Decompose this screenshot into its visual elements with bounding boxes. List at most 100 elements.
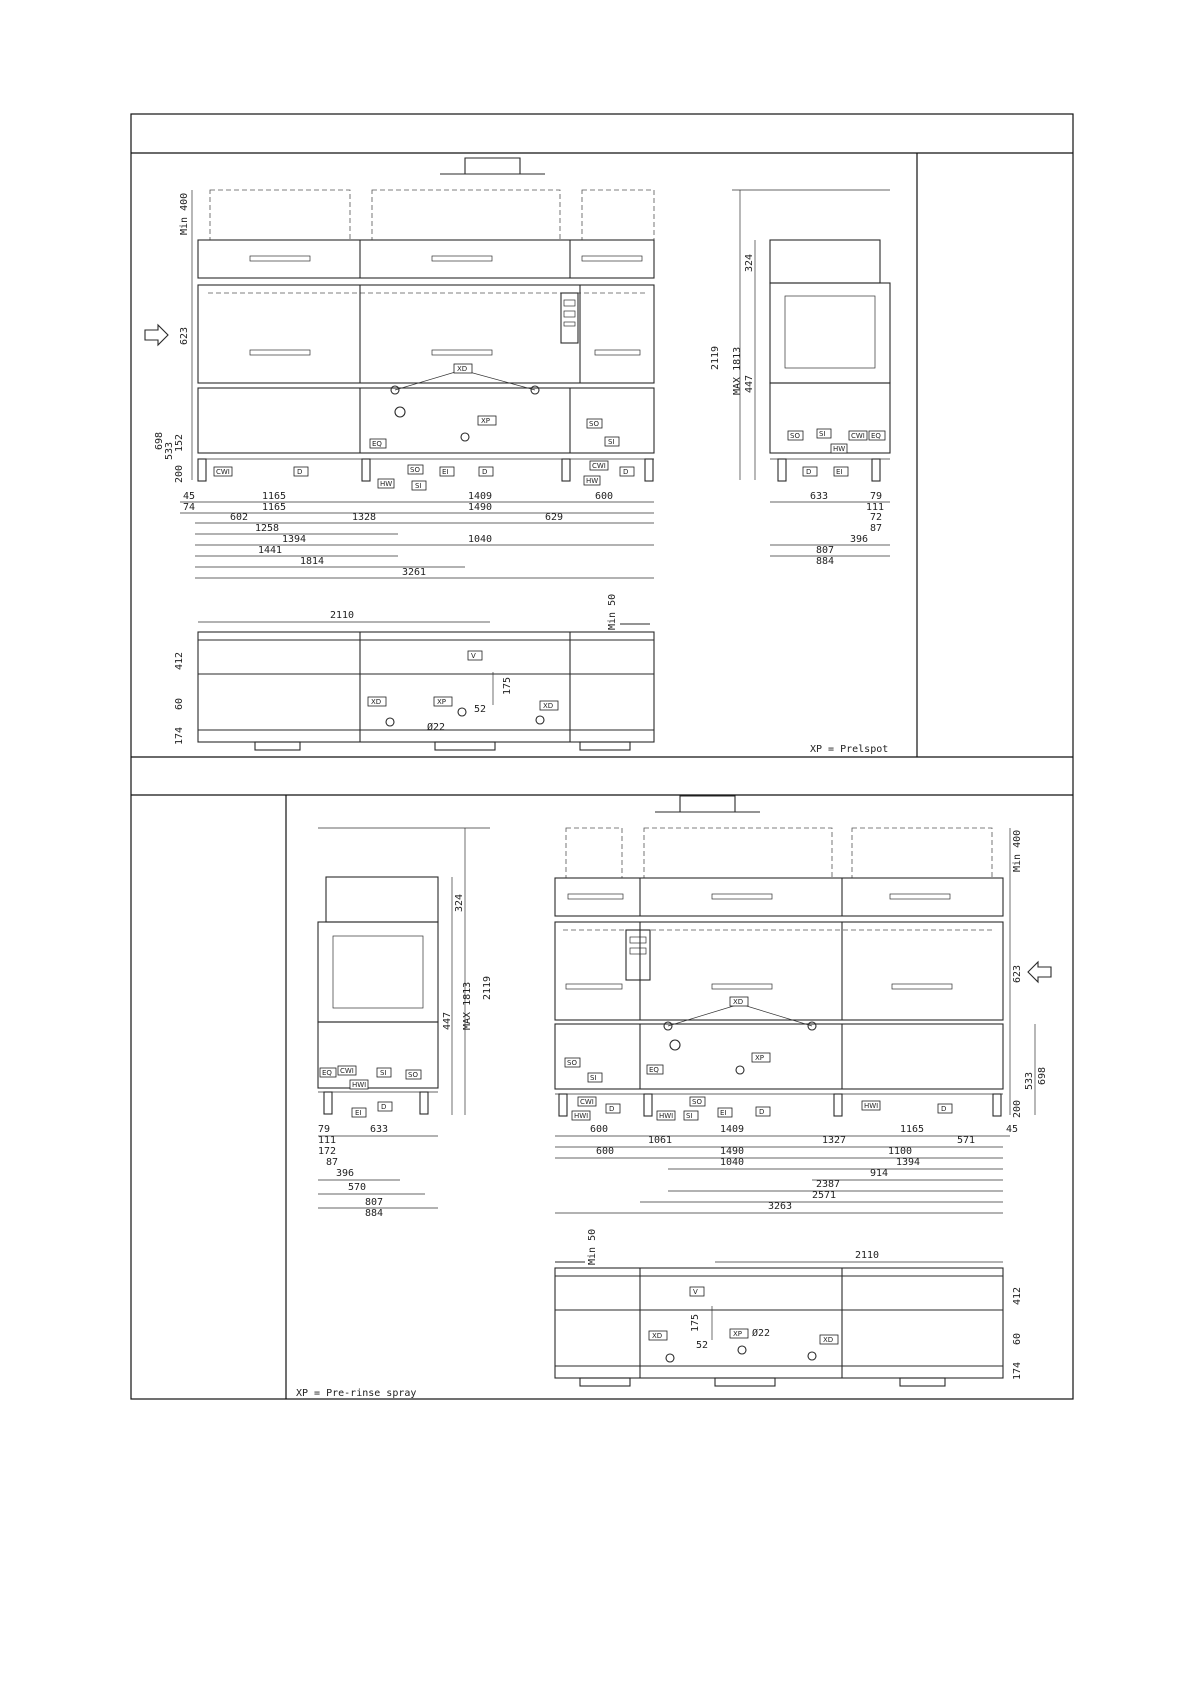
svg-text:SI: SI <box>590 1074 597 1082</box>
bottom-dim-1409: 1409 <box>720 1124 744 1135</box>
svg-text:D: D <box>297 468 302 476</box>
svg-text:D: D <box>482 468 487 476</box>
dim-1409: 1409 <box>468 491 492 502</box>
side-dim-72: 72 <box>870 512 882 523</box>
svg-text:SO: SO <box>408 1071 418 1079</box>
side-dim-87: 87 <box>870 523 882 534</box>
dim-698: 698 <box>154 432 165 450</box>
plan-dim-174: 174 <box>174 727 185 745</box>
svg-text:HWI: HWI <box>864 1102 878 1110</box>
svg-text:SI: SI <box>415 482 422 490</box>
bottom-side-elevation: 324 2119 MAX 1813 447 EQ CWI SI SO HWI E… <box>317 827 493 1219</box>
bottom-plan-dim-min50: Min 50 <box>587 1229 598 1265</box>
dim-1394: 1394 <box>282 534 306 545</box>
svg-text:HW: HW <box>833 445 845 453</box>
bottom-dim-1165: 1165 <box>900 1124 924 1135</box>
dim-1441: 1441 <box>258 545 282 556</box>
svg-text:V: V <box>693 1288 698 1296</box>
svg-text:EQ: EQ <box>322 1069 332 1077</box>
bottom-dim-600-a: 600 <box>590 1124 608 1135</box>
svg-text:XD: XD <box>652 1332 662 1340</box>
svg-text:SO: SO <box>692 1098 702 1106</box>
dim-1040: 1040 <box>468 534 492 545</box>
svg-text:D: D <box>806 468 811 476</box>
svg-text:EQ: EQ <box>649 1066 659 1074</box>
svg-text:CWI: CWI <box>592 462 606 470</box>
svg-text:SI: SI <box>380 1069 387 1077</box>
dim-1165-b: 1165 <box>262 502 286 513</box>
side-dim-396: 396 <box>850 534 868 545</box>
bottom-side-dim-633: 633 <box>370 1124 388 1135</box>
svg-text:SO: SO <box>589 420 599 428</box>
svg-text:XP: XP <box>733 1330 742 1338</box>
dim-600: 600 <box>595 491 613 502</box>
dim-45: 45 <box>183 491 195 502</box>
bottom-plan-view: 2110 Min 50 412 60 174 175 52 Ø22 V XD X… <box>296 1229 1023 1399</box>
svg-text:XD: XD <box>823 1336 833 1344</box>
dim-1814: 1814 <box>300 556 324 567</box>
dim-74: 74 <box>183 502 195 513</box>
bottom-dim-1100: 1100 <box>888 1146 912 1157</box>
side-dim-807: 807 <box>816 545 834 556</box>
svg-text:EI: EI <box>720 1109 727 1117</box>
side-dim-79: 79 <box>870 491 882 502</box>
svg-text:XP: XP <box>437 698 446 706</box>
svg-text:SO: SO <box>567 1059 577 1067</box>
plan-dim-2110: 2110 <box>330 610 354 621</box>
svg-text:EQ: EQ <box>871 432 881 440</box>
bottom-side-dim-172: 172 <box>318 1146 336 1157</box>
dim-min400: Min 400 <box>179 193 190 235</box>
bottom-dim-3263: 3263 <box>768 1201 792 1212</box>
dim-200: 200 <box>174 465 185 483</box>
bottom-legend-fragment: XP = Pre-rinse spray <box>296 1388 416 1399</box>
bottom-dim-533: 533 <box>1024 1072 1035 1090</box>
svg-text:D: D <box>941 1105 946 1113</box>
bottom-plan-dim-2110: 2110 <box>855 1250 879 1261</box>
bottom-dim-1490: 1490 <box>720 1146 744 1157</box>
side-dim-324: 324 <box>744 254 755 272</box>
plan-dim-175: 175 <box>502 677 513 695</box>
dim-1328: 1328 <box>352 512 376 523</box>
top-front-elevation: XD XP SO SI EQ SO SI HW CWI D EI D CWI H… <box>144 157 655 579</box>
svg-text:XP: XP <box>755 1054 764 1062</box>
svg-text:XD: XD <box>543 702 553 710</box>
dim-602: 602 <box>230 512 248 523</box>
svg-text:CWI: CWI <box>340 1067 354 1075</box>
plan-dim-min50: Min 50 <box>607 594 618 630</box>
svg-text:CWI: CWI <box>580 1098 594 1106</box>
svg-text:XD: XD <box>733 998 743 1006</box>
bottom-dim-600-b: 600 <box>596 1146 614 1157</box>
bottom-dim-623: 623 <box>1012 965 1023 983</box>
bottom-side-dim-324: 324 <box>454 894 465 912</box>
svg-text:SI: SI <box>608 438 615 446</box>
bottom-side-dim-79: 79 <box>318 1124 330 1135</box>
bottom-dim-45: 45 <box>1006 1124 1018 1135</box>
side-dim-111: 111 <box>866 502 884 513</box>
bottom-side-dim-570: 570 <box>348 1182 366 1193</box>
bottom-dim-914: 914 <box>870 1168 888 1179</box>
svg-text:SI: SI <box>819 430 826 438</box>
svg-text:HWI: HWI <box>659 1112 673 1120</box>
svg-text:HWI: HWI <box>352 1081 366 1089</box>
svg-text:XD: XD <box>457 365 467 373</box>
plan-dim-d22: Ø22 <box>427 721 445 733</box>
side-dim-2119: 2119 <box>710 346 721 370</box>
svg-text:HW: HW <box>380 480 392 488</box>
top-plan-view: 2110 Min 50 412 60 174 175 52 Ø22 V XD X… <box>174 594 888 755</box>
side-dim-max1813: MAX 1813 <box>732 347 743 395</box>
dim-623: 623 <box>179 327 190 345</box>
svg-text:EI: EI <box>355 1109 362 1117</box>
bottom-plan-dim-52: 52 <box>696 1340 708 1351</box>
bottom-plan-dim-174: 174 <box>1012 1362 1023 1380</box>
dim-629: 629 <box>545 512 563 523</box>
bottom-dim-698: 698 <box>1037 1067 1048 1085</box>
bottom-side-dim-2119: 2119 <box>482 976 493 1000</box>
svg-text:EI: EI <box>442 468 449 476</box>
bottom-plan-dim-60: 60 <box>1012 1333 1023 1345</box>
bottom-side-dim-111: 111 <box>318 1135 336 1146</box>
plan-dim-60: 60 <box>174 698 185 710</box>
dim-1490: 1490 <box>468 502 492 513</box>
svg-text:SO: SO <box>410 466 420 474</box>
